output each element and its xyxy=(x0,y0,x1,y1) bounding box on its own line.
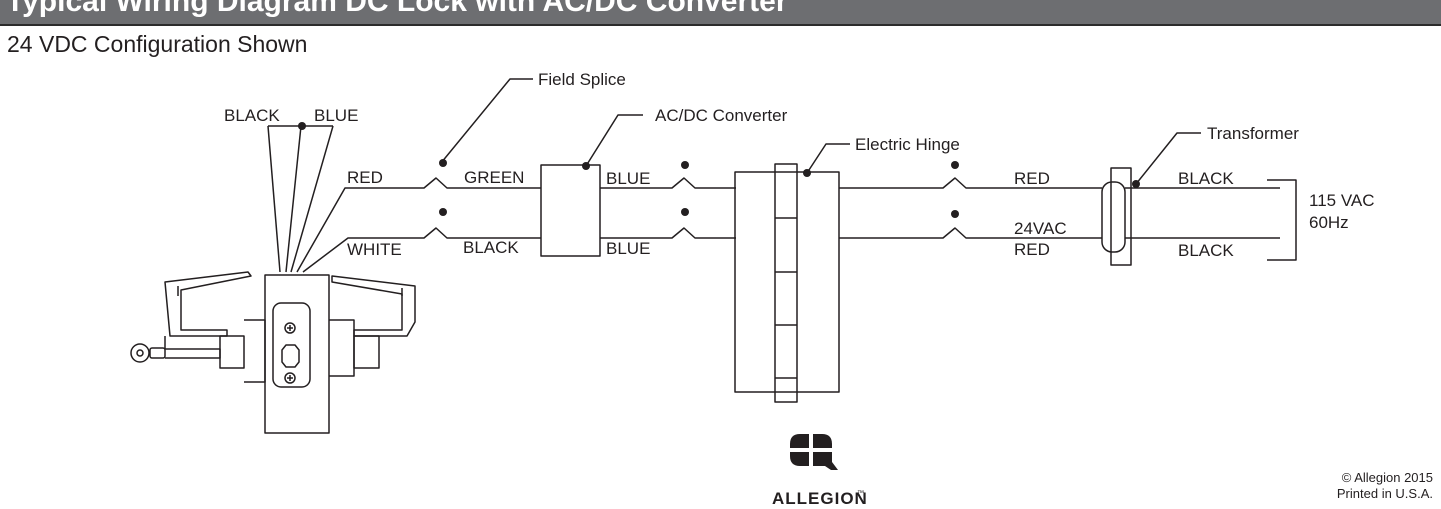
diagram-subtitle: 24 VDC Configuration Shown xyxy=(7,31,308,57)
page-title: Typical Wiring Diagram DC Lock with AC/D… xyxy=(6,0,788,18)
converter-box xyxy=(540,164,601,257)
wire-label-red-bottom: RED xyxy=(1014,240,1050,259)
voltage-label-24vac: 24VAC xyxy=(1014,219,1067,238)
copyright-text: © Allegion 2015 xyxy=(1341,470,1433,485)
wire-label-blue-top: BLUE xyxy=(606,169,650,188)
wire-label-green: GREEN xyxy=(464,168,524,187)
converter-label: AC/DC Converter xyxy=(655,106,788,125)
electric-hinge-icon xyxy=(734,163,840,403)
wire-label-blue-lock: BLUE xyxy=(314,106,358,125)
header-bar: Typical Wiring Diagram DC Lock with AC/D… xyxy=(0,0,1441,26)
wire-label-white-lock: WHITE xyxy=(347,240,402,259)
lever-lock-icon xyxy=(130,271,416,434)
trademark-symbol: ™ xyxy=(857,490,864,497)
electric-hinge-label: Electric Hinge xyxy=(855,135,960,154)
wire-label-black-xfmr-bottom: BLACK xyxy=(1178,241,1234,260)
transformer-icon xyxy=(1101,167,1132,266)
allegion-logo: ALLEGION ™ xyxy=(772,434,868,508)
wire-label-red-lock: RED xyxy=(347,168,383,187)
wire-label-blue-bottom: BLUE xyxy=(606,239,650,258)
field-splice-label: Field Splice xyxy=(538,70,626,89)
footer-copyright: © Allegion 2015 Printed in U.S.A. xyxy=(1337,470,1433,502)
printed-text: Printed in U.S.A. xyxy=(1336,486,1433,501)
logo-wordmark: ALLEGION xyxy=(772,489,868,508)
wire-label-black-splice: BLACK xyxy=(463,238,519,257)
supply-frequency-label: 60Hz xyxy=(1309,213,1349,232)
transformer-label: Transformer xyxy=(1207,124,1299,143)
wire-label-red-hinge: RED xyxy=(1014,169,1050,188)
wire-label-black-xfmr-top: BLACK xyxy=(1178,169,1234,188)
supply-voltage-label: 115 VAC xyxy=(1309,191,1375,210)
wire-label-black-lock: BLACK xyxy=(224,106,280,125)
